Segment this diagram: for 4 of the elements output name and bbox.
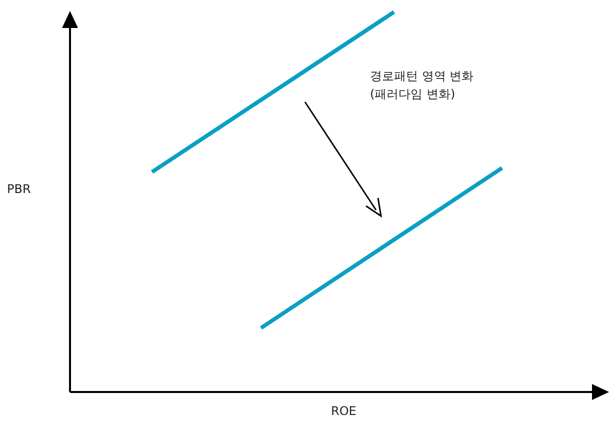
annotation-text: 경로패턴 영역 변화 xyxy=(370,69,474,83)
axis-label: ROE xyxy=(331,404,356,418)
annotation-text: (패러다임 변화) xyxy=(370,87,456,101)
axis-label: PBR xyxy=(7,182,31,196)
